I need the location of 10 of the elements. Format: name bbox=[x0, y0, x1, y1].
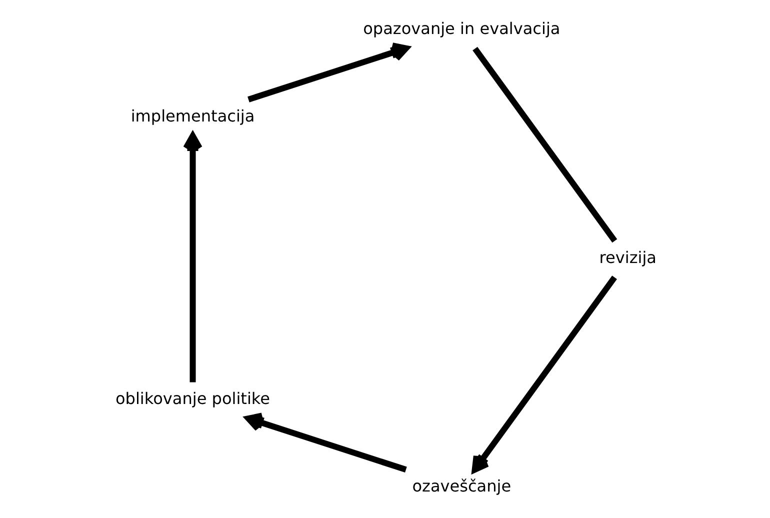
arrow bbox=[471, 276, 616, 473]
node-text: ozaveščanje bbox=[412, 476, 511, 496]
arrow bbox=[244, 412, 406, 473]
connector bbox=[472, 46, 617, 243]
arrow bbox=[247, 42, 409, 102]
arrow bbox=[182, 132, 202, 382]
node-text: opazovanje in evalvacija bbox=[362, 19, 560, 38]
node-text: revizija bbox=[598, 248, 656, 267]
node-text: oblikovanje politike bbox=[115, 389, 270, 408]
node-text: implementacija bbox=[130, 106, 254, 126]
